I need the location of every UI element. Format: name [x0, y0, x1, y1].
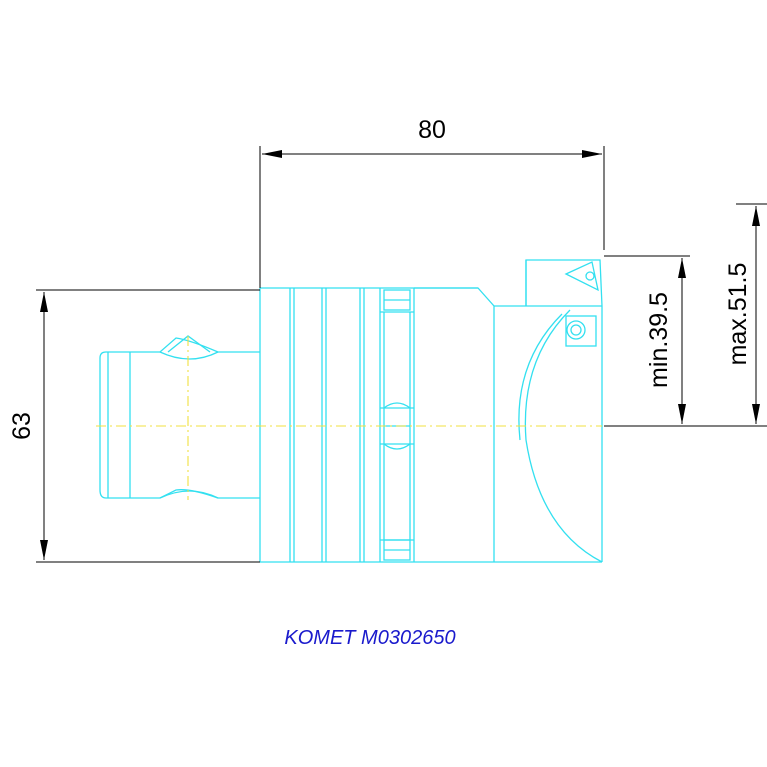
taper-section	[414, 287, 602, 562]
shank	[99, 335, 260, 499]
boring-head	[518, 259, 603, 563]
adjusting-ring	[380, 289, 414, 561]
centerlines	[96, 336, 602, 500]
tool-outline	[99, 259, 603, 563]
dim-label-diameter: 63	[8, 412, 36, 440]
cutting-insert	[564, 261, 599, 292]
drawing-caption: KOMET M0302650	[284, 627, 455, 649]
main-body	[259, 287, 602, 563]
dim-label-max: max.51.5	[724, 263, 752, 366]
dim-label-min: min.39.5	[645, 292, 673, 388]
dimension-lines	[36, 146, 767, 563]
dim-label-length: 80	[418, 116, 446, 144]
